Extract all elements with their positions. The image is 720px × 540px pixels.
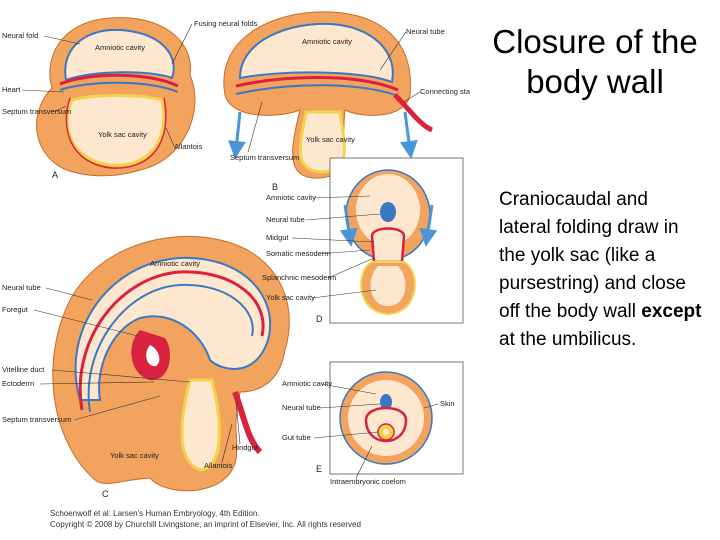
label-amniotic-cavity-d: Amniotic cavity <box>266 193 316 202</box>
label-allantois-a: Allantois <box>174 142 203 151</box>
panel-a-drawing <box>36 17 196 177</box>
label-yolk-sac-cavity-b: Yolk sac cavity <box>306 135 355 144</box>
label-neural-tube-d: Neural tube <box>266 215 305 224</box>
panel-e-letter: E <box>316 464 322 474</box>
figure-labels: Neural fold Fusing neural folds Amniotic… <box>2 19 470 486</box>
label-neural-tube-c: Neural tube <box>2 283 41 292</box>
label-skin: Skin <box>440 399 455 408</box>
label-yolk-sac-cavity-a: Yolk sac cavity <box>98 130 147 139</box>
label-intraembryonic-coelom: Intraembryonic coelom <box>330 477 406 486</box>
label-fusing-neural-folds: Fusing neural folds <box>194 19 258 28</box>
label-amniotic-cavity-b: Amniotic cavity <box>302 37 352 46</box>
slide-title: Closure of the body wall <box>492 23 698 100</box>
body-text-emphasis: except <box>641 301 702 322</box>
body-text-end: at the umbilicus. <box>499 329 637 350</box>
label-amniotic-cavity-c: Amniotic cavity <box>150 259 200 268</box>
panel-b-letter: B <box>272 182 278 192</box>
figure-credit: Schoenwolf et al: Larsen's Human Embryol… <box>50 508 450 530</box>
body-text-start: Craniocaudal and lateral folding draw in… <box>499 189 686 322</box>
label-splanchnic-mesoderm: Splanchnic mesoderm <box>262 273 336 282</box>
label-amniotic-cavity-a: Amniotic cavity <box>95 43 145 52</box>
panel-c-letter: C <box>102 489 109 499</box>
label-neural-tube-e: Neural tube <box>282 403 321 412</box>
panel-a-letter: A <box>52 170 58 180</box>
label-foregut: Foregut <box>2 305 29 314</box>
embryology-figure: A B D C <box>2 11 470 499</box>
label-gut-tube: Gut tube <box>282 433 311 442</box>
figure-svg: A B D C <box>2 11 470 499</box>
label-neural-fold: Neural fold <box>2 31 38 40</box>
label-yolk-sac-cavity-c: Yolk sac cavity <box>110 451 159 460</box>
label-midgut: Midgut <box>266 233 289 242</box>
panel-d-drawing <box>329 157 464 324</box>
credit-line-2: Copyright © 2008 by Churchill Livingston… <box>50 520 361 529</box>
panel-b-drawing <box>223 11 434 179</box>
label-connecting-stalk: Connecting stalk <box>420 87 470 96</box>
panel-e-drawing <box>329 361 464 475</box>
label-septum-transversum-b: Septum transversum <box>230 153 299 162</box>
panel-c-drawing <box>52 235 290 492</box>
label-heart: Heart <box>2 85 21 94</box>
credit-line-1: Schoenwolf et al: Larsen's Human Embryol… <box>50 509 260 518</box>
label-amniotic-cavity-e: Amniotic cavity <box>282 379 332 388</box>
label-ectoderm: Ectoderm <box>2 379 34 388</box>
label-septum-transversum-c: Septum transversum <box>2 415 71 424</box>
panel-d-letter: D <box>316 314 323 324</box>
label-vitelline-duct: Vitelline duct <box>2 365 45 374</box>
label-septum-transversum-a: Septum transversum <box>2 107 71 116</box>
label-hindgut: Hindgut <box>232 443 259 452</box>
slide-body-text: Craniocaudal and lateral folding draw in… <box>499 186 704 354</box>
label-somatic-mesoderm: Somatic mesoderm <box>266 249 331 258</box>
label-allantois-c: Allantois <box>204 461 233 470</box>
label-neural-tube-b: Neural tube <box>406 27 445 36</box>
label-yolk-sac-cavity-d: Yolk sac cavity <box>266 293 315 302</box>
